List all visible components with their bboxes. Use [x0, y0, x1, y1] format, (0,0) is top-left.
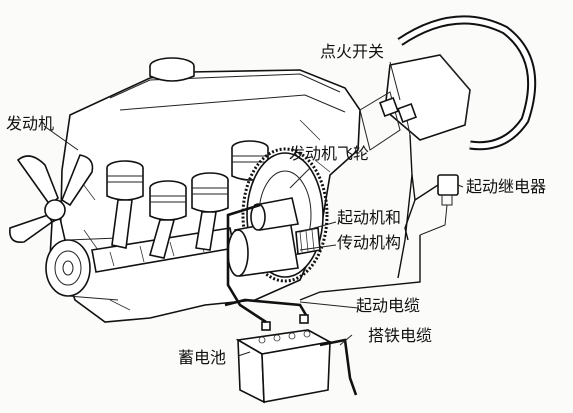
pistons — [106, 140, 269, 259]
starter-motor — [227, 197, 321, 277]
label-starter-drive-line2: 传动机构 — [337, 233, 402, 252]
battery — [235, 314, 333, 404]
crank-pulley — [45, 237, 119, 301]
ignition-switch — [379, 97, 417, 136]
label-battery: 蓄电池 — [178, 348, 227, 367]
label-starter-drive-line1: 起动机和 — [337, 208, 402, 227]
leader-lines — [43, 61, 464, 357]
label-starter-relay: 起动继电器 — [466, 177, 547, 196]
label-engine: 发动机 — [6, 114, 55, 133]
label-ignition-switch: 点火开关 — [320, 42, 385, 61]
wiring — [224, 134, 439, 396]
label-ground-cable: 搭铁电缆 — [368, 326, 433, 345]
starter-relay — [419, 174, 459, 236]
label-flywheel: 发动机飞轮 — [289, 144, 370, 163]
label-starter-cable: 起动电缆 — [356, 296, 421, 315]
steering-wheel — [359, 15, 537, 151]
